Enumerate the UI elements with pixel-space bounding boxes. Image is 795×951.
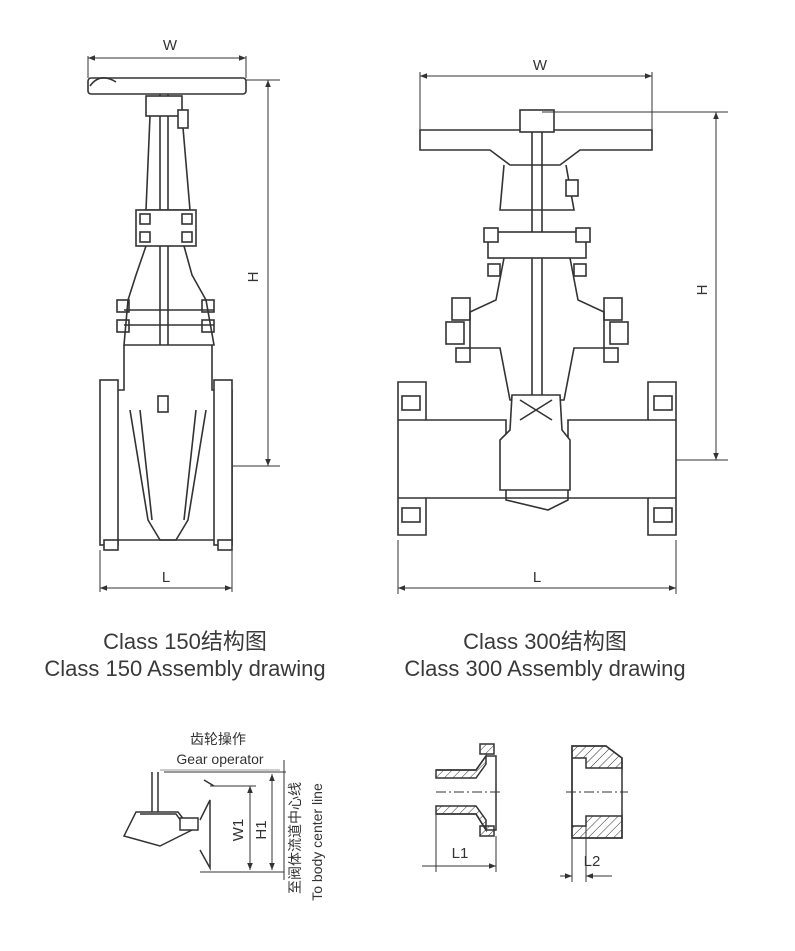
class-150-valve-drawing — [87, 77, 247, 551]
gear-operator-label-cn: 齿轮操作 — [190, 731, 246, 747]
gear-w1-label: W1 — [230, 819, 247, 842]
class-150-dimensions — [87, 55, 280, 592]
weld-end-l1-label: L1 — [452, 845, 469, 862]
socket-end-l2-label: L2 — [584, 853, 601, 870]
weld-end-drawing — [435, 743, 500, 837]
class-300-valve-drawing — [397, 109, 677, 536]
body-center-note-en: To body center line — [309, 783, 325, 901]
class-150-caption: Class 150结构图 Class 150 Assembly drawing — [20, 628, 350, 682]
class-300-height-label: H — [694, 285, 711, 296]
class-300-length-label: L — [533, 569, 541, 586]
class-150-caption-cn: Class 150结构图 — [103, 629, 267, 654]
class-300-caption-cn: Class 300结构图 — [463, 629, 627, 654]
weld-end-dimension — [422, 814, 497, 872]
class-150-width-label: W — [163, 37, 178, 54]
gear-operator-label-en: Gear operator — [176, 751, 263, 767]
gear-operator-dimensions — [160, 760, 286, 880]
class-300-caption-en: Class 300 Assembly drawing — [404, 656, 686, 681]
class-150-length-label: L — [162, 569, 170, 586]
class-300-caption: Class 300结构图 Class 300 Assembly drawing — [380, 628, 710, 682]
socket-end-drawing — [566, 745, 628, 839]
class-150-height-label: H — [245, 272, 262, 283]
class-300-width-label: W — [533, 57, 548, 74]
socket-end-dimension — [560, 826, 612, 882]
class-150-caption-en: Class 150 Assembly drawing — [44, 656, 326, 681]
body-center-note-cn: 至阀体流道中心线 — [287, 782, 303, 894]
gear-operator-drawing — [122, 772, 215, 871]
gear-h1-label: H1 — [253, 820, 270, 839]
class-300-dimensions — [397, 72, 728, 594]
